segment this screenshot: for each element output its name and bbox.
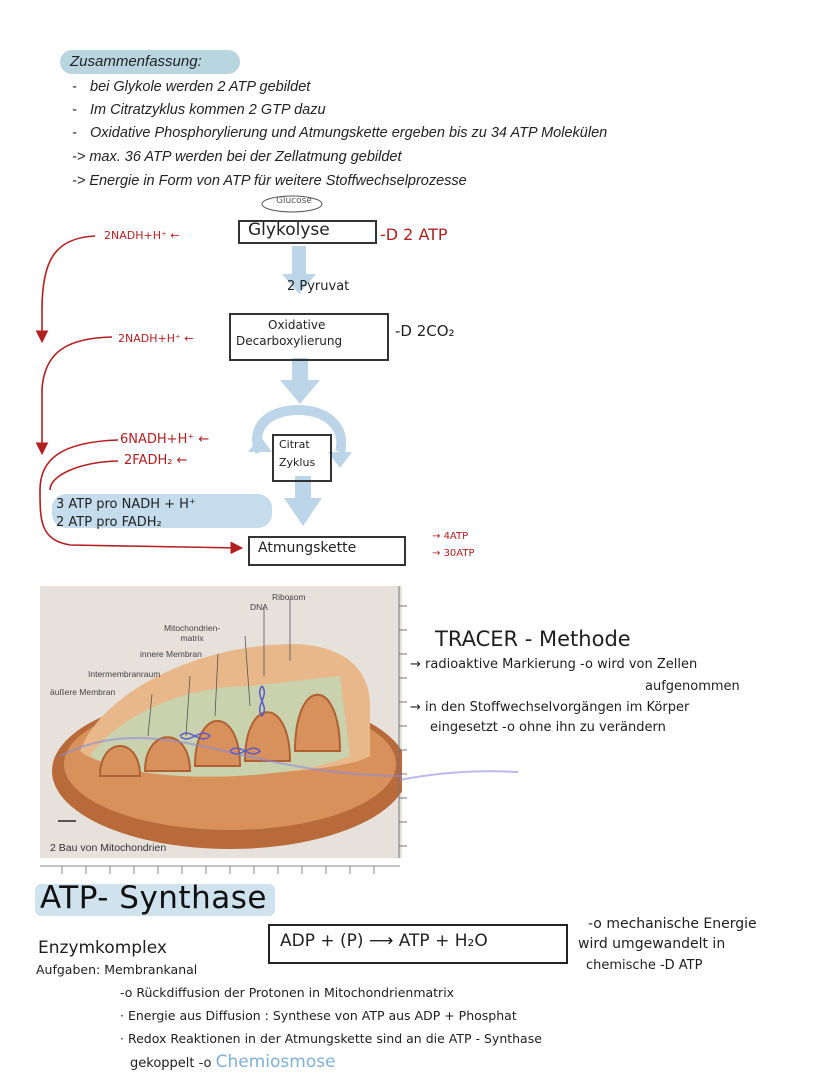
aufgaben-label: Aufgaben: Membrankanal xyxy=(36,962,198,977)
citrat-label-line1: Citrat xyxy=(279,438,310,451)
atmungskette-output-2: → 30ATP xyxy=(432,548,475,559)
mitochondrion-figure: Ribosom DNA Mitochondrien- matrix innere… xyxy=(40,586,402,858)
figure-label-intermembranraum: Intermembranraum xyxy=(88,669,161,679)
citrat-fadh: 2FADH₂ ← xyxy=(124,453,188,468)
atp-synthase-title: ATP- Synthase xyxy=(40,880,267,916)
chemiosmose-line: gekoppelt -o Chemiosmose xyxy=(130,1052,336,1072)
atmungskette-label: Atmungskette xyxy=(258,540,357,556)
decarb-label-line2: Decarboxylierung xyxy=(236,334,343,348)
energy-note-1: -o mechanische Energie xyxy=(588,916,757,932)
tracer-title: TRACER - Methode xyxy=(435,627,631,651)
atp-synthase-title-highlight xyxy=(35,884,275,916)
red-electron-carrier-arrows xyxy=(35,235,244,555)
summary-bullet: -Oxidative Phosphorylierung und Atmungsk… xyxy=(72,125,608,141)
figure-label-ribosom: Ribosom xyxy=(272,592,306,602)
glucose-label: Glucose xyxy=(276,196,312,206)
summary-bullet-text: Im Citratzyklus kommen 2 GTP dazu xyxy=(90,102,326,118)
figure-label-innere-membran: innere Membran xyxy=(140,649,202,659)
atmungskette-box xyxy=(248,536,406,566)
equation-box xyxy=(268,924,568,964)
glucose-outline xyxy=(261,195,323,213)
decarb-nadh: 2NADH+H⁺ ← xyxy=(118,332,194,345)
energy-note-2: wird umgewandelt in xyxy=(578,936,726,952)
chemiosmose-prefix: gekoppelt -o xyxy=(130,1056,216,1071)
tracer-line-2: → in den Stoffwechselvorgängen im Körper xyxy=(410,700,690,715)
figure-caption: 2 Bau von Mitochondrien xyxy=(50,842,167,854)
flow-arrows xyxy=(248,246,352,526)
tracer-line-1-text: radioaktive Markierung -o wird von Zelle… xyxy=(425,657,698,672)
atmungskette-output-1-text: 4ATP xyxy=(443,531,469,542)
glykolyse-output: -D 2 ATP xyxy=(380,225,448,244)
summary-arrow-line: -> Energie in Form von ATP für weitere S… xyxy=(72,173,467,189)
respiration-diagram-graphics xyxy=(35,195,352,555)
bottom-ruler xyxy=(40,865,400,874)
summary-arrow-line: -> max. 36 ATP werden bei der Zellatmung… xyxy=(72,149,402,165)
atp-synthase-item: · Energie aus Diffusion : Synthese von A… xyxy=(120,1008,517,1023)
summary-bullet: -Im Citratzyklus kommen 2 GTP dazu xyxy=(72,102,326,118)
glykolyse-box xyxy=(238,220,377,244)
tracer-line-1: → radioaktive Markierung -o wird von Zel… xyxy=(410,657,698,672)
figure-annotation-line xyxy=(400,770,519,781)
decarb-output: -D 2CO₂ xyxy=(395,322,455,340)
pyruvat-label: 2 Pyruvat xyxy=(287,279,350,294)
glykolyse-label: Glykolyse xyxy=(248,220,330,240)
yield-fadh: 2 ATP pro FADH₂ xyxy=(56,515,162,530)
tracer-line-2b: eingesetzt -o ohne ihn zu verändern xyxy=(430,720,666,735)
summary-bullet-text: bei Glykole werden 2 ATP gebildet xyxy=(90,79,311,95)
atmungskette-output-1: → 4ATP xyxy=(432,531,469,542)
summary-bullet-text: Oxidative Phosphorylierung und Atmungske… xyxy=(90,125,608,141)
yield-highlight xyxy=(52,494,272,528)
citrat-label-line2: Zyklus xyxy=(279,456,316,469)
tracer-line-1b: aufgenommen xyxy=(645,679,740,694)
atp-synthase-item: -o Rückdiffusion der Protonen in Mitocho… xyxy=(120,985,455,1000)
chemiosmose-term: Chemiosmose xyxy=(215,1052,336,1072)
citrat-nadh: 6NADH+H⁺ ← xyxy=(120,432,210,447)
decarb-label-line1: Oxidative xyxy=(268,318,326,332)
yield-nadh: 3 ATP pro NADH + H⁺ xyxy=(56,497,196,512)
enzymkomplex-label: Enzymkomplex xyxy=(38,938,167,958)
summary-bullet: -bei Glykole werden 2 ATP gebildet xyxy=(72,79,311,95)
energy-note-3: chemische -D ATP xyxy=(586,958,703,973)
figure-label-matrix: Mitochondrien- matrix xyxy=(164,623,221,643)
figure-label-dna: DNA xyxy=(250,602,268,612)
glykolyse-nadh: 2NADH+H⁺ ← xyxy=(104,229,180,242)
summary-heading: Zusammenfassung: xyxy=(70,53,202,70)
figure-ruler xyxy=(398,586,407,858)
summary-heading-highlight xyxy=(60,50,240,74)
atmungskette-output-2-text: 30ATP xyxy=(443,548,475,559)
figure-label-aeussere-membran: äußere Membran xyxy=(50,687,116,697)
tracer-line-2-text: in den Stoffwechselvorgängen im Körper xyxy=(425,700,690,715)
atp-equation: ADP + (P) ⟶ ATP + H₂O xyxy=(280,931,488,951)
citratzyklus-box xyxy=(272,434,332,482)
mitochondrion-illustration xyxy=(52,598,402,849)
decarboxylierung-box xyxy=(229,313,389,361)
atp-synthase-item: · Redox Reaktionen in der Atmungskette s… xyxy=(120,1031,542,1046)
